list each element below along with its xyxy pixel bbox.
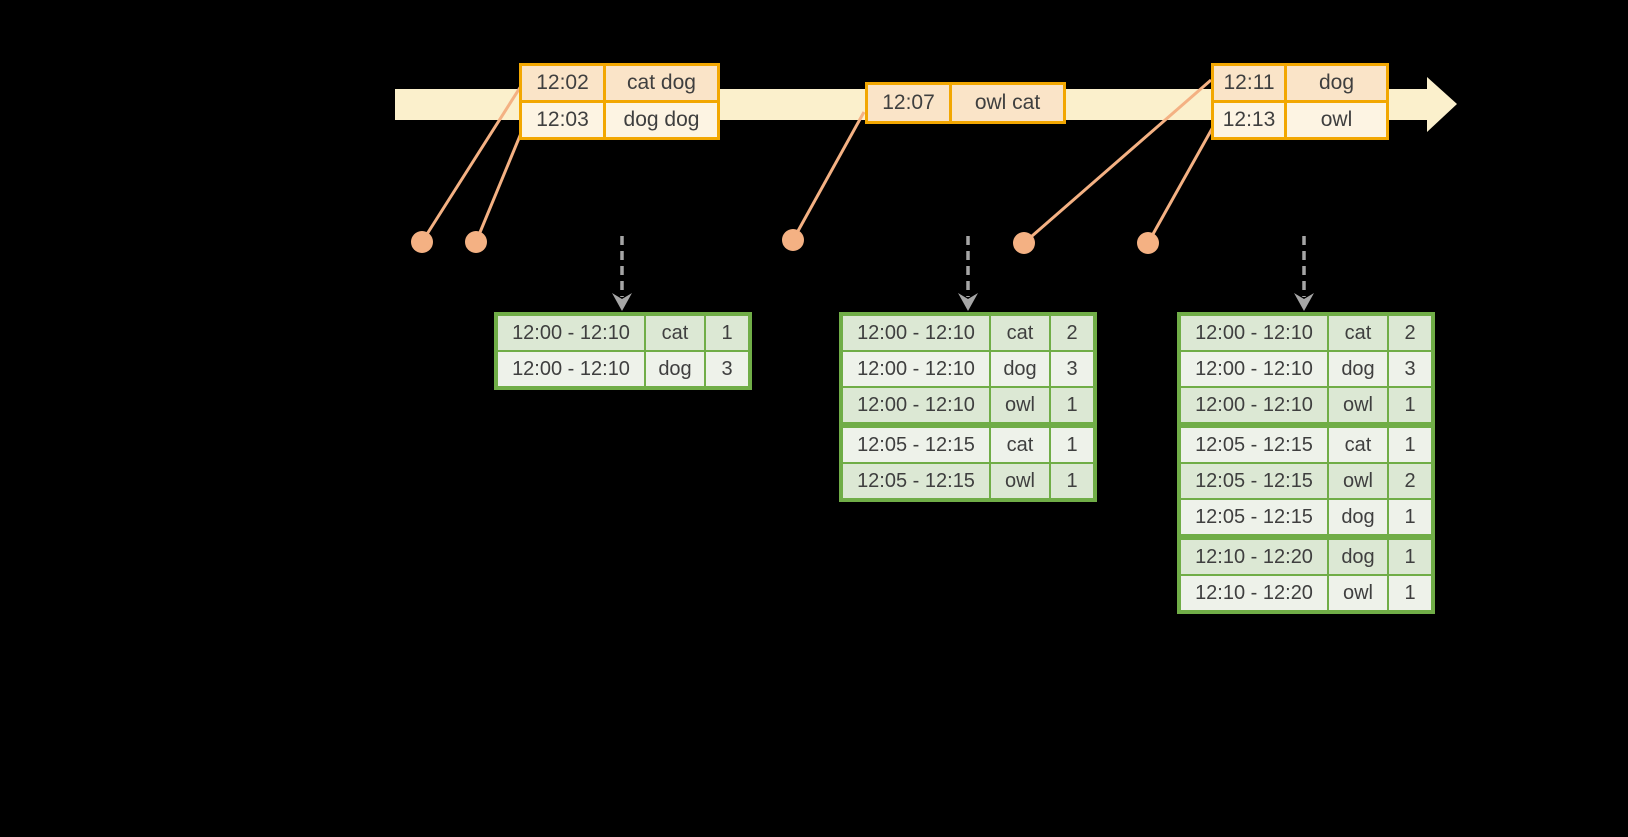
count-cell: 1 [1049,462,1096,501]
window-cell: 12:00 - 12:10 [840,313,991,352]
animal-cell: cat [989,313,1051,352]
count-cell: 1 [1049,386,1096,426]
count-cell: 1 [1387,422,1434,464]
animal-cell: owl [1327,462,1389,500]
words-cell: cat dog [603,63,720,103]
animal-cell: dog [989,350,1051,388]
time-cell: 12:13 [1211,100,1287,140]
window-cell: 12:05 - 12:15 [1178,422,1329,464]
event-connector-line [1146,126,1215,244]
count-cell: 2 [1049,313,1096,352]
timeline-arrow-head [1427,77,1457,132]
window-cell: 12:00 - 12:10 [1178,313,1329,352]
window-cell: 12:00 - 12:10 [840,350,991,388]
event-dot [1137,232,1159,254]
animal-cell: cat [644,313,706,352]
count-cell: 1 [1049,422,1096,464]
count-cell: 1 [1387,534,1434,576]
animal-cell: owl [1327,574,1389,613]
count-cell: 1 [1387,574,1434,613]
count-cell: 3 [1387,350,1434,388]
window-cell: 12:00 - 12:10 [495,350,646,389]
window-cell: 12:05 - 12:15 [840,422,991,464]
window-cell: 12:10 - 12:20 [1178,534,1329,576]
event-connector-line [420,85,523,243]
event-dot [411,231,433,253]
time-cell: 12:11 [1211,63,1287,103]
time-cell: 12:03 [519,100,606,140]
event-connector-line [1023,78,1212,245]
words-cell: dog dog [603,100,720,140]
window-cell: 12:05 - 12:15 [1178,462,1329,500]
window-cell: 12:05 - 12:15 [840,462,991,501]
window-cell: 12:00 - 12:10 [1178,386,1329,426]
time-cell: 12:07 [865,82,952,124]
count-cell: 3 [1049,350,1096,388]
time-cell: 12:02 [519,63,606,103]
animal-cell: dog [644,350,706,389]
window-cell: 12:00 - 12:10 [840,386,991,426]
window-cell: 12:00 - 12:10 [495,313,646,352]
window-cell: 12:10 - 12:20 [1178,574,1329,613]
animal-cell: owl [1327,386,1389,426]
animal-cell: dog [1327,498,1389,538]
count-cell: 3 [704,350,751,389]
count-cell: 2 [1387,462,1434,500]
count-cell: 1 [704,313,751,352]
count-cell: 1 [1387,498,1434,538]
trigger-arrowhead-icon [958,293,978,311]
animal-cell: owl [989,386,1051,426]
animal-cell: owl [989,462,1051,501]
animal-cell: dog [1327,534,1389,576]
words-cell: owl cat [949,82,1066,124]
count-cell: 1 [1387,386,1434,426]
animal-cell: cat [1327,313,1389,352]
count-cell: 2 [1387,313,1434,352]
words-cell: dog [1284,63,1389,103]
animal-cell: dog [1327,350,1389,388]
animal-cell: cat [1327,422,1389,464]
words-cell: owl [1284,100,1389,140]
trigger-arrowhead-icon [612,293,632,311]
window-cell: 12:05 - 12:15 [1178,498,1329,538]
trigger-arrowhead-icon [1294,293,1314,311]
event-dot [465,231,487,253]
event-connector-line [791,111,866,241]
event-dot [782,229,804,251]
event-connector-line [474,125,526,243]
animal-cell: cat [989,422,1051,464]
event-dot [1013,232,1035,254]
window-cell: 12:00 - 12:10 [1178,350,1329,388]
